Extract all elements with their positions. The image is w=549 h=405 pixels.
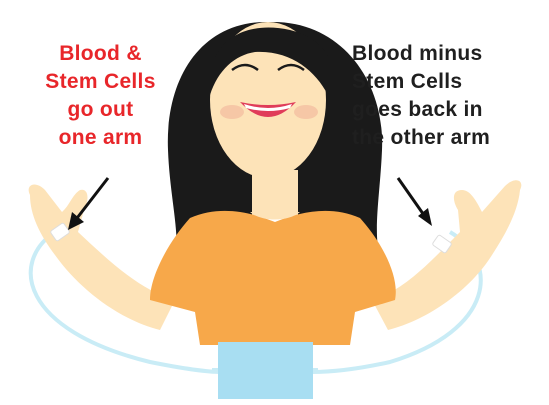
left-label-line: one arm bbox=[18, 124, 183, 152]
left-label-line: Stem Cells bbox=[18, 68, 183, 96]
left-label-line: Blood & bbox=[18, 40, 183, 68]
left-label-line: go out bbox=[18, 96, 183, 124]
right-label-line: Stem Cells bbox=[352, 68, 544, 96]
right-label-line: goes back in bbox=[352, 96, 544, 124]
left-label: Blood & Stem Cells go out one arm bbox=[18, 40, 183, 152]
right-arm bbox=[372, 180, 521, 330]
left-arm bbox=[29, 185, 175, 330]
shirt bbox=[150, 211, 396, 345]
apheresis-device bbox=[212, 342, 318, 399]
arrow-down-icon bbox=[398, 178, 432, 226]
right-label: Blood minus Stem Cells goes back in the … bbox=[352, 40, 544, 152]
right-label-line: the other arm bbox=[352, 124, 544, 152]
right-label-line: Blood minus bbox=[352, 40, 544, 68]
